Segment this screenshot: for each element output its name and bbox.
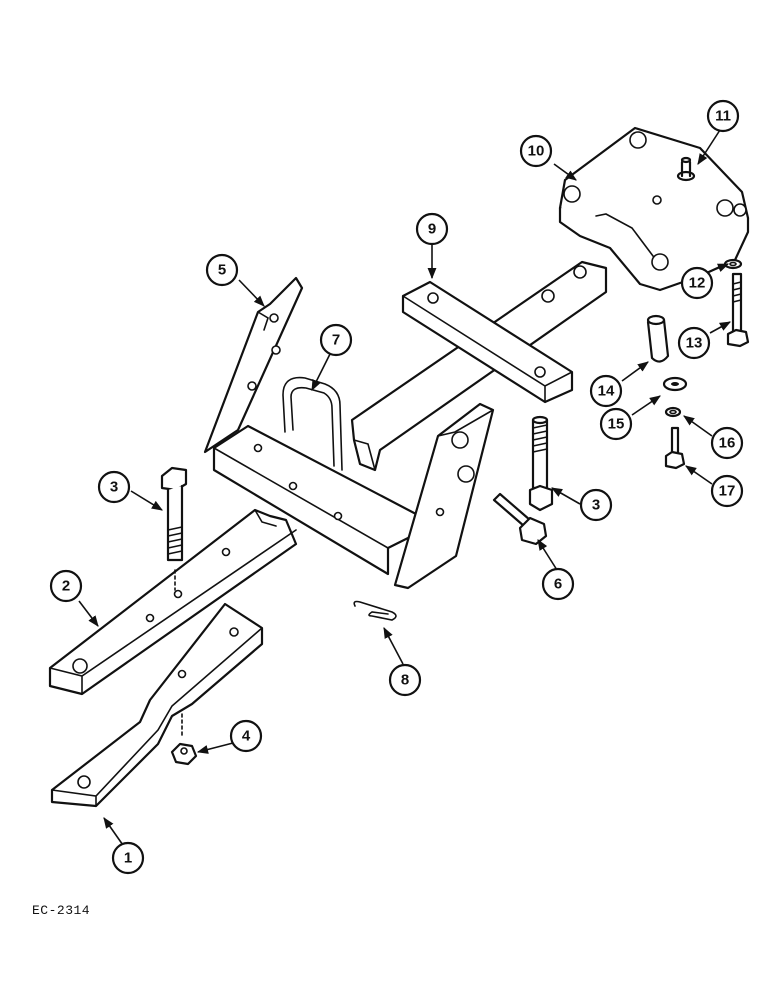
callout-label: 10: [528, 143, 545, 160]
callout-3-left: 3: [97, 470, 131, 504]
lower-bar-part: [48, 508, 298, 696]
callout-14: 14: [589, 374, 623, 408]
callout-label: 12: [689, 275, 706, 292]
callout-label: 11: [715, 108, 731, 125]
callout-label: 4: [242, 728, 251, 745]
lock-washer-part: [664, 406, 682, 418]
u-bracket-part: [203, 276, 495, 590]
callout-15: 15: [599, 407, 633, 441]
callout-label: 1: [124, 850, 132, 867]
callout-12: 12: [680, 266, 714, 300]
callout-9: 9: [415, 212, 449, 246]
bolt-left-part: [160, 466, 188, 591]
nut-part: [170, 711, 198, 766]
washer-part: [662, 376, 688, 392]
callout-label: 5: [218, 262, 226, 279]
callout-label: 16: [719, 435, 736, 452]
callout-label: 8: [401, 672, 409, 689]
long-bolt-part: [726, 272, 750, 348]
callout-label: 6: [554, 576, 562, 593]
bolt-right-part: [528, 415, 554, 512]
callout-3-right: 3: [579, 488, 613, 522]
callout-label: 17: [719, 483, 736, 500]
pin-part: [646, 314, 670, 363]
callout-7: 7: [319, 323, 353, 357]
bolt-pin-part: [492, 492, 548, 546]
callout-6: 6: [541, 567, 575, 601]
callout-16: 16: [710, 426, 744, 460]
callout-label: 14: [598, 383, 615, 400]
callout-10: 10: [519, 134, 553, 168]
callout-4: 4: [229, 719, 263, 753]
callout-label: 13: [686, 335, 703, 352]
callout-label: 3: [592, 497, 600, 514]
callout-11: 11: [706, 99, 740, 133]
drawbar-rail-part: [350, 260, 608, 472]
callout-13: 13: [677, 326, 711, 360]
mounting-plate-part: [558, 126, 750, 292]
callout-1: 1: [111, 841, 145, 875]
callout-5: 5: [205, 253, 239, 287]
hair-pin-part: [353, 600, 397, 621]
figure-code-label: EC-2314: [32, 903, 91, 918]
offset-drawbar-part: [50, 602, 264, 808]
callout-label: 2: [62, 578, 70, 595]
callout-label: 7: [332, 332, 340, 349]
callout-8: 8: [388, 663, 422, 697]
callout-17: 17: [710, 474, 744, 508]
callout-2: 2: [49, 569, 83, 603]
callout-label: 9: [428, 221, 436, 238]
leader-lines: [78, 129, 731, 849]
small-bolt-part: [664, 426, 686, 470]
callout-label: 3: [110, 479, 118, 496]
callout-label: 15: [608, 416, 625, 433]
